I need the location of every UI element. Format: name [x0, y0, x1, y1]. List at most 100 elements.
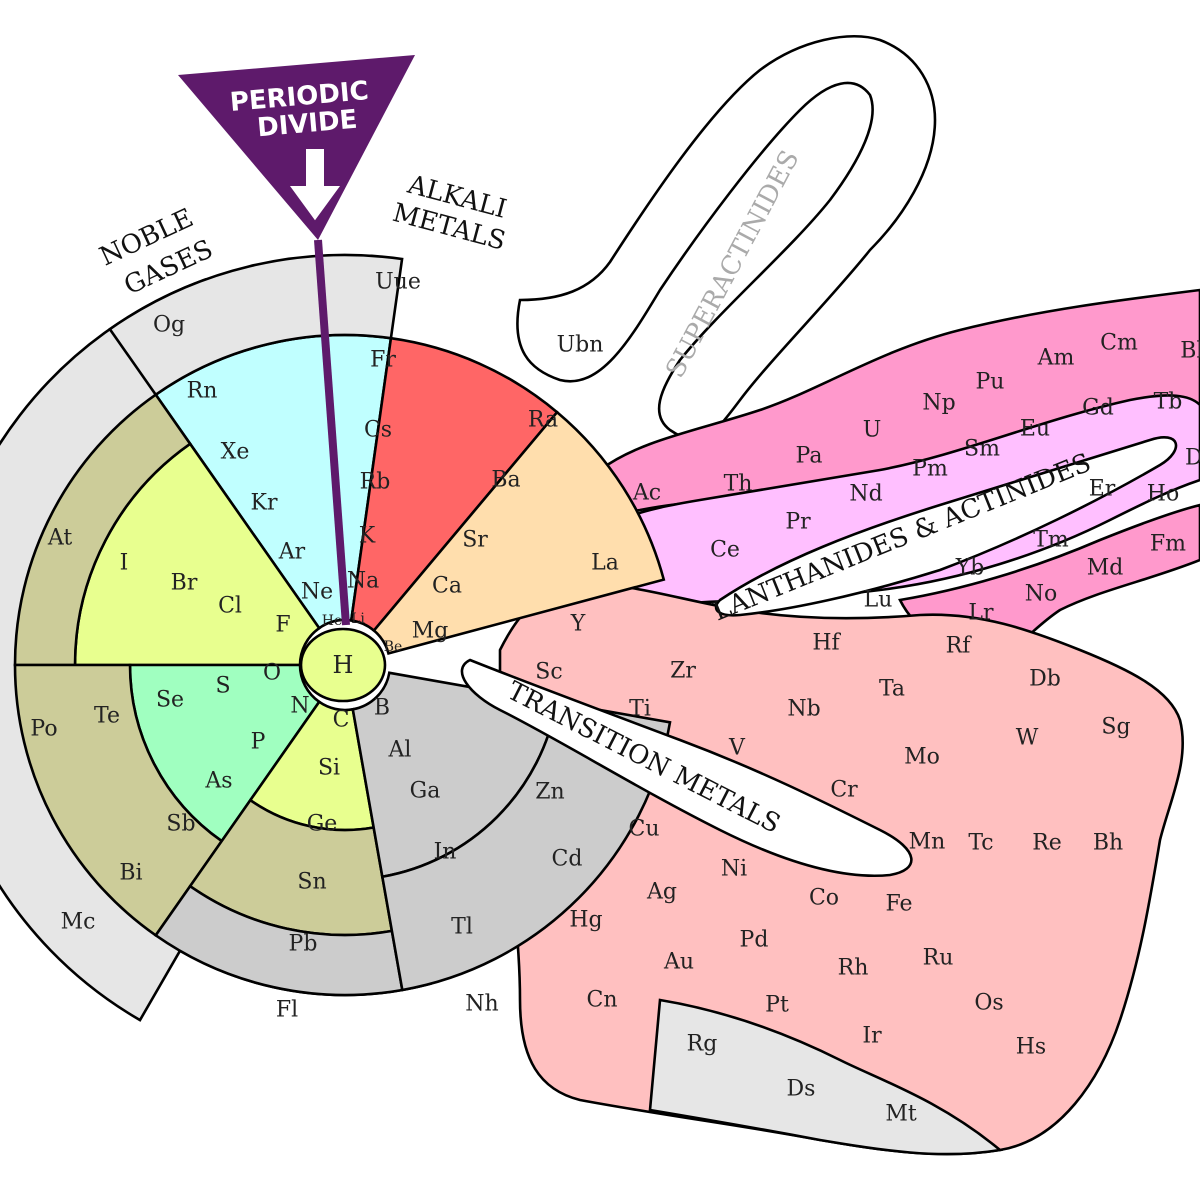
element-pu: Pu — [976, 370, 1005, 395]
element-as: As — [204, 769, 232, 794]
element-sg: Sg — [1101, 715, 1130, 740]
element-br: Br — [171, 571, 198, 596]
element-tb: Tb — [1154, 390, 1183, 415]
element-rf: Rf — [946, 634, 973, 659]
element-fr: Fr — [370, 348, 396, 373]
element-s: S — [215, 674, 230, 699]
element-at: At — [47, 526, 73, 551]
element-lr: Lr — [968, 601, 994, 626]
element-p: P — [251, 730, 266, 755]
element-yb: Yb — [955, 556, 985, 581]
element-v: V — [728, 736, 746, 761]
element-np: Np — [922, 391, 955, 416]
element-no: No — [1025, 582, 1058, 607]
element-zr: Zr — [670, 659, 696, 684]
element-n: N — [290, 694, 309, 719]
element-ds: Ds — [787, 1077, 816, 1102]
element-mg: Mg — [412, 619, 449, 644]
element-ra: Ra — [528, 408, 558, 433]
element-mn: Mn — [909, 830, 946, 855]
element-ni: Ni — [721, 857, 747, 882]
element-ir: Ir — [862, 1024, 882, 1049]
element-bh: Bh — [1093, 831, 1123, 856]
element-u: U — [863, 418, 882, 443]
alkali-column — [349, 336, 559, 633]
element-cr: Cr — [830, 778, 858, 803]
element-md: Md — [1087, 556, 1124, 581]
element-dy: Dy — [1185, 446, 1200, 471]
lanthanide-slot — [714, 436, 1178, 617]
element-f: F — [275, 613, 290, 638]
element-w: W — [1016, 726, 1039, 751]
element-sm: Sm — [964, 437, 1000, 462]
element-lu: Lu — [864, 588, 893, 613]
element-in: In — [434, 840, 457, 865]
element-re: Re — [1032, 831, 1062, 856]
element-k: K — [359, 524, 376, 549]
element-b: B — [374, 696, 390, 721]
element-mc: Mc — [61, 910, 96, 935]
element-ho: Ho — [1147, 482, 1179, 507]
element-rb: Rb — [360, 470, 391, 495]
element-sc: Sc — [535, 660, 562, 685]
down-arrow-icon — [286, 147, 344, 224]
element-pr: Pr — [785, 510, 811, 535]
element-tc: Tc — [968, 831, 993, 856]
transition-slot — [460, 658, 913, 877]
element-ta: Ta — [879, 677, 905, 702]
element-ca: Ca — [432, 574, 462, 599]
periodic-divide-line — [314, 239, 350, 626]
element-th: Th — [724, 472, 753, 497]
spiral-rings — [0, 253, 672, 1022]
element-po: Po — [30, 717, 57, 742]
element-la: La — [591, 551, 619, 576]
element-fl: Fl — [276, 998, 298, 1023]
element-zn: Zn — [535, 780, 564, 805]
sn-group — [153, 884, 404, 997]
element-se: Se — [156, 688, 184, 713]
element-ru: Ru — [923, 946, 954, 971]
element-au: Au — [663, 950, 694, 975]
element-cl: Cl — [218, 594, 242, 619]
element-bi: Bi — [119, 861, 142, 886]
element-ba: Ba — [491, 468, 520, 493]
element-hg: Hg — [569, 908, 602, 933]
element-si: Si — [318, 756, 340, 781]
element-ubn: Ubn — [557, 333, 604, 358]
element-cm: Cm — [1100, 331, 1138, 356]
astatine-cell — [13, 392, 192, 667]
element-pd: Pd — [740, 928, 769, 953]
element-er: Er — [1089, 477, 1116, 502]
element-bk: Bk — [1180, 339, 1200, 364]
element-nd: Nd — [849, 482, 882, 507]
element-al: Al — [388, 738, 412, 763]
element-mo: Mo — [904, 745, 940, 770]
element-sb: Sb — [166, 812, 195, 837]
transition-grey-band — [648, 998, 1004, 1156]
element-nb: Nb — [787, 697, 820, 722]
element-co: Co — [809, 886, 839, 911]
element-rg: Rg — [687, 1032, 718, 1057]
element-ce: Ce — [710, 538, 740, 563]
element-li: Li — [351, 611, 365, 627]
element-xe: Xe — [221, 440, 250, 465]
element-ar: Ar — [278, 540, 306, 565]
element-fm: Fm — [1150, 532, 1186, 557]
element-i: I — [120, 551, 129, 576]
element-ti: Ti — [629, 697, 651, 722]
element-hf: Hf — [812, 631, 841, 656]
element-cu: Cu — [628, 817, 659, 842]
element-sr: Sr — [462, 528, 488, 553]
element-hs: Hs — [1016, 1035, 1046, 1060]
element-fe: Fe — [885, 892, 912, 917]
element-db: Db — [1029, 667, 1061, 692]
element-mt: Mt — [885, 1102, 917, 1127]
boron-group-outer — [380, 700, 672, 992]
element-og: Og — [153, 313, 185, 338]
element-eu: Eu — [1020, 417, 1050, 442]
element-cn: Cn — [586, 988, 617, 1013]
periodic-divide-banner — [178, 55, 415, 240]
element-na: Na — [347, 569, 379, 594]
